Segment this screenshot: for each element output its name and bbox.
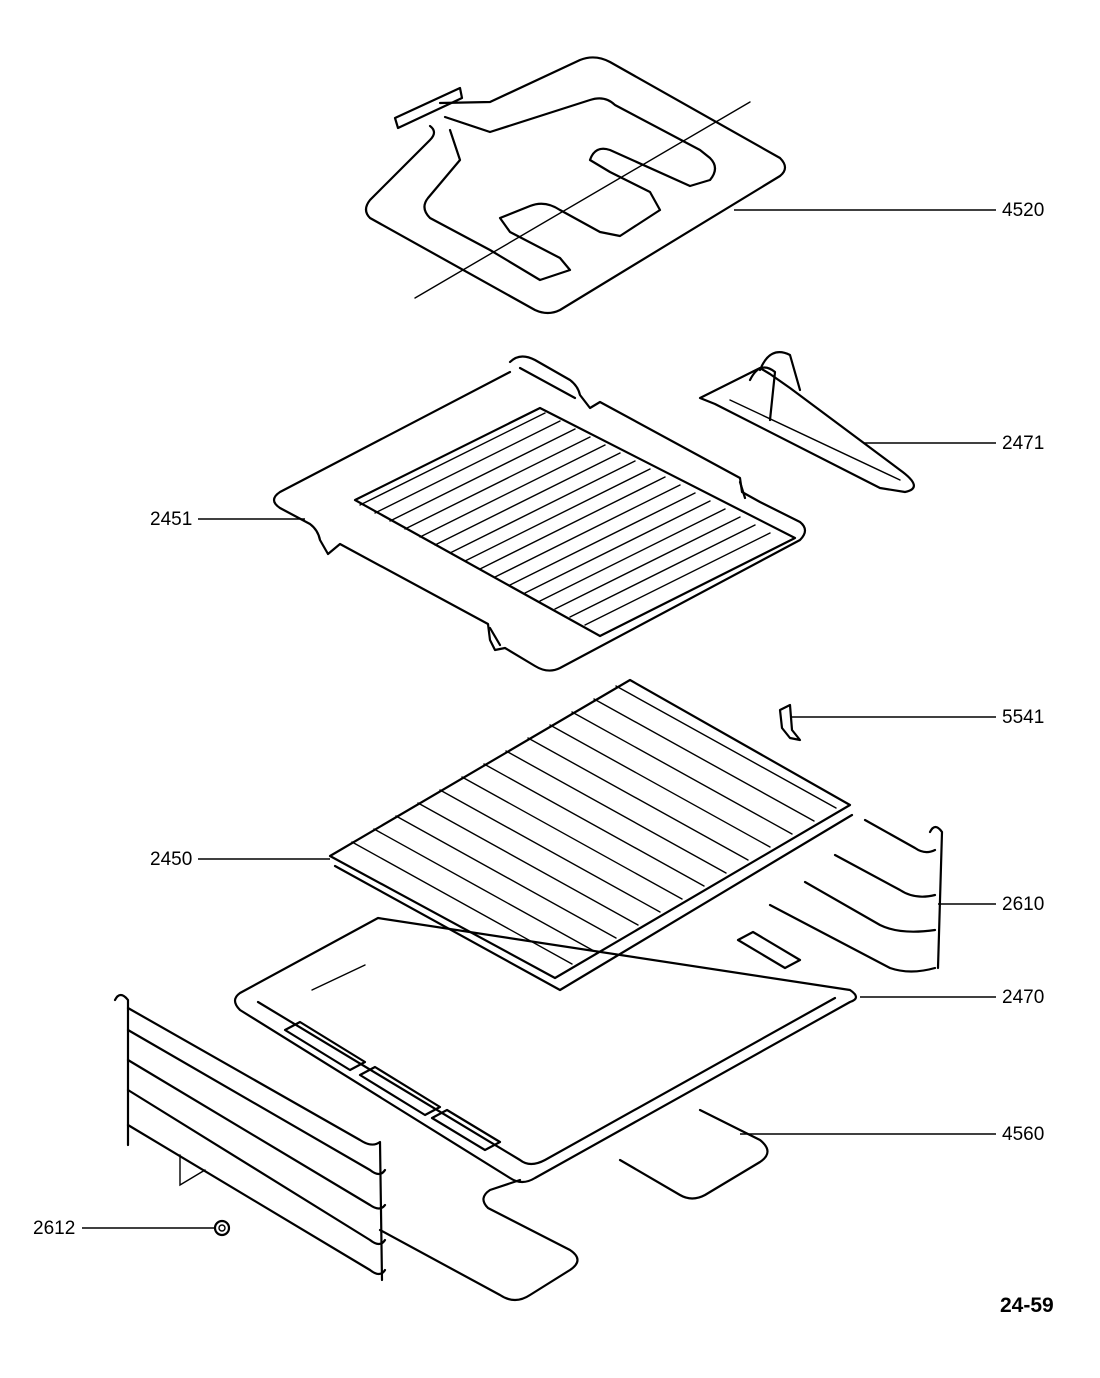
part-number-2451: 2451 bbox=[150, 509, 193, 530]
upper-heating-element-drawing bbox=[364, 56, 996, 315]
part-number-4560: 4560 bbox=[1002, 1124, 1045, 1145]
part-number-2470: 2470 bbox=[1002, 987, 1045, 1008]
part-number-2610: 2610 bbox=[1002, 894, 1045, 915]
screw-drawing bbox=[82, 1219, 231, 1237]
part-number-2450: 2450 bbox=[150, 849, 193, 870]
right-shelf-runner-drawing bbox=[768, 818, 996, 973]
part-number-2471: 2471 bbox=[1002, 433, 1045, 454]
part-number-2612: 2612 bbox=[33, 1218, 76, 1239]
part-number-5541: 5541 bbox=[1002, 707, 1045, 728]
rack-clip-drawing bbox=[698, 351, 996, 494]
lower-heating-element-drawing bbox=[378, 1108, 996, 1302]
grill-rack-drawing bbox=[198, 355, 807, 672]
small-bracket-drawing bbox=[778, 703, 996, 742]
left-shelf-runner-drawing bbox=[113, 993, 387, 1282]
part-number-4520: 4520 bbox=[1002, 200, 1045, 221]
baking-tray-drawing bbox=[233, 916, 996, 1184]
diagram-code: 24-59 bbox=[1000, 1294, 1054, 1317]
oven-shelf-drawing bbox=[198, 678, 854, 992]
